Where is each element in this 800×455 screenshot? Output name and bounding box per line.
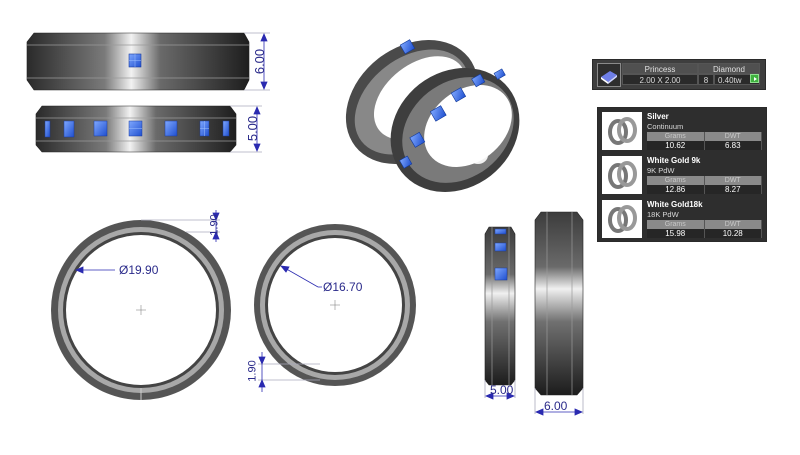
- col-dwt: DWT: [704, 132, 762, 141]
- ring-pair-3d-render: [345, 39, 520, 192]
- dim-label-large-diameter: Ø19.90: [119, 263, 159, 277]
- dwt-value: 8.27: [704, 185, 762, 194]
- col-grams: Grams: [647, 176, 705, 185]
- ring-side-view-wide: [26, 32, 250, 91]
- metal-alloy: Continuum: [647, 122, 684, 131]
- princess-diamond-icon: [597, 63, 621, 87]
- ring-thumbnail-icon: [602, 156, 642, 194]
- stone-count: 8: [698, 74, 714, 85]
- dim-label-profile-narrow: 5.00: [490, 383, 514, 397]
- dim-label-profile-wide: 6.00: [544, 399, 568, 413]
- dwt-value: 6.83: [704, 141, 762, 150]
- grams-value: 10.62: [647, 141, 705, 150]
- ring-profile-wide: [534, 211, 584, 396]
- dimension-small-ring: [258, 265, 322, 392]
- dim-label-small-diameter: Ø16.70: [323, 280, 363, 294]
- dimension-large-ring: [74, 210, 220, 274]
- ring-thumbnail-icon: [602, 200, 642, 238]
- col-grams: Grams: [647, 220, 705, 229]
- stone-type-header: Diamond: [698, 63, 760, 74]
- dim-label-small-thickness: 1.90: [246, 360, 259, 382]
- metal-name: White Gold 9k: [647, 156, 701, 165]
- col-dwt: DWT: [704, 220, 762, 229]
- ring-profile-narrow: [484, 226, 516, 386]
- metal-alloy: 18K PdW: [647, 210, 679, 219]
- metal-alloy: 9K PdW: [647, 166, 675, 175]
- ring-front-view-large: [51, 220, 231, 400]
- stone-weight: 0.40tw: [714, 74, 760, 85]
- stone-info-panel: Princess Diamond 2.00 X 2.00 8 0.40tw: [592, 59, 766, 90]
- dimension-6-00-side: [244, 32, 270, 91]
- metal-name: Silver: [647, 112, 669, 121]
- grams-value: 15.98: [647, 229, 705, 238]
- dwt-value: 10.28: [704, 229, 762, 238]
- dim-label-side-wide: 6.00: [252, 48, 268, 75]
- ring-side-view-narrow: [35, 105, 237, 153]
- dim-label-side-narrow: 5.00: [245, 115, 261, 142]
- col-grams: Grams: [647, 132, 705, 141]
- stone-shape-header: Princess: [622, 63, 698, 74]
- ring-thumbnail-icon: [602, 112, 642, 150]
- stone-spec-grid: Princess Diamond 2.00 X 2.00 8 0.40tw: [622, 63, 760, 85]
- dimension-5-00-side: [230, 105, 262, 153]
- grams-value: 12.86: [647, 185, 705, 194]
- metal-name: White Gold18k: [647, 200, 703, 209]
- dimension-profiles: [484, 380, 584, 416]
- play-arrow-button[interactable]: [750, 74, 759, 83]
- col-dwt: DWT: [704, 176, 762, 185]
- stone-size: 2.00 X 2.00: [622, 74, 698, 85]
- dim-label-large-thickness: 1.90: [208, 214, 221, 236]
- ring-front-view-small: [254, 224, 416, 386]
